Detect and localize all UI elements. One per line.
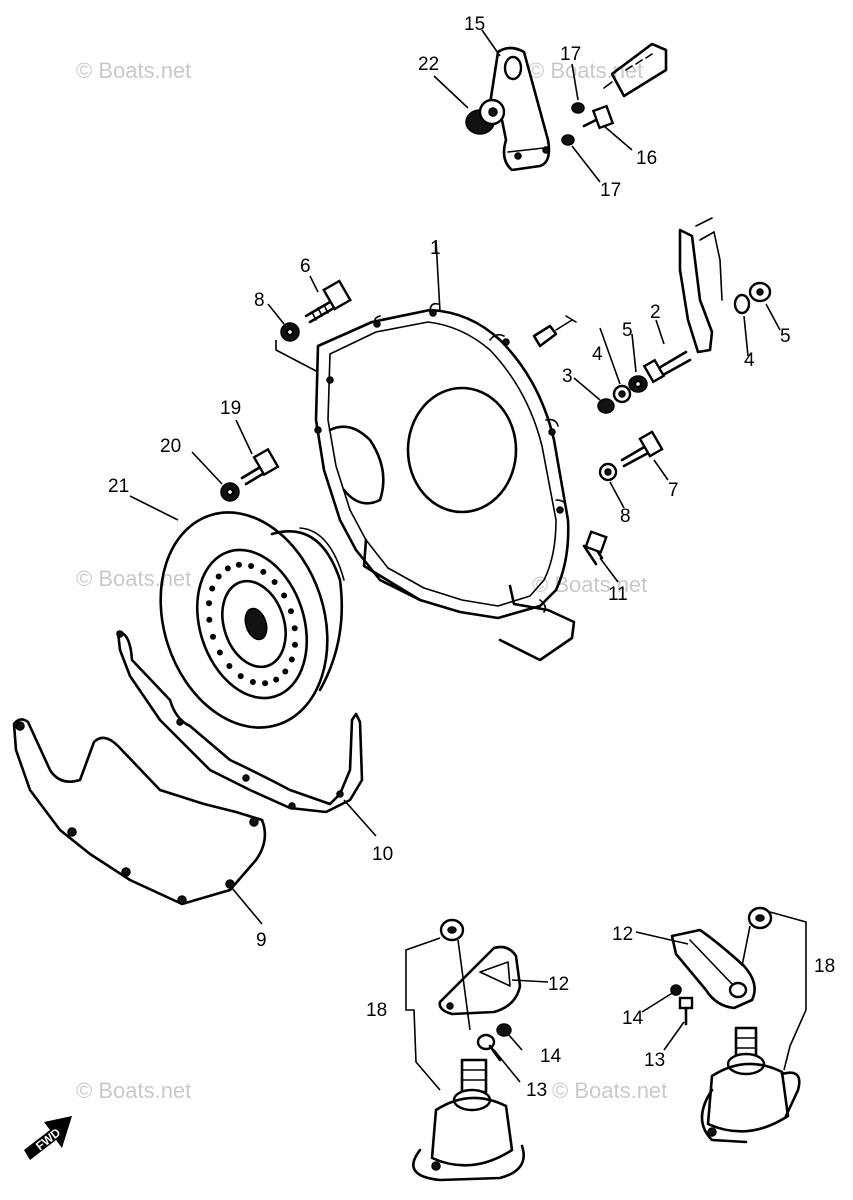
callout-15: 15 xyxy=(464,14,485,35)
bolt-hole xyxy=(216,649,223,656)
part-bracket-12-left xyxy=(438,945,522,1016)
callout-2: 2 xyxy=(650,302,661,323)
callout-5: 5 xyxy=(780,326,791,347)
bolt-hole xyxy=(281,592,288,599)
part-washer-4b xyxy=(733,293,751,315)
callout-20: 20 xyxy=(160,436,181,457)
callout-12: 12 xyxy=(612,924,633,945)
bolt-hole xyxy=(288,656,295,663)
part-tool-holder xyxy=(603,42,668,98)
part-bolt-11 xyxy=(582,530,608,566)
callout-13: 13 xyxy=(526,1080,547,1101)
bolt-hole xyxy=(206,616,213,623)
watermark: © Boats.net xyxy=(528,58,643,83)
part-sensor xyxy=(532,315,577,348)
callout-14: 14 xyxy=(622,1008,644,1029)
bolt-hole xyxy=(271,579,278,585)
part-nut-14-left xyxy=(496,1023,512,1037)
callout-1: 1 xyxy=(430,238,441,259)
part-cover-9 xyxy=(12,718,267,906)
part-nut-18-right xyxy=(747,906,773,930)
part-washer-20 xyxy=(220,482,240,502)
bolt-hole xyxy=(249,679,256,685)
bolt-hole xyxy=(260,568,267,575)
callout-21: 21 xyxy=(108,476,129,497)
callout-4: 4 xyxy=(592,344,603,365)
callout-13: 13 xyxy=(644,1050,665,1071)
bolt-hole xyxy=(206,600,212,607)
callout-12: 12 xyxy=(548,974,569,995)
part-washer-17 xyxy=(561,102,585,146)
part-gasket-10 xyxy=(116,630,364,814)
callout-22: 22 xyxy=(418,54,439,75)
bolt-hole xyxy=(237,673,244,680)
part-mount-right xyxy=(700,1026,801,1144)
callout-11: 11 xyxy=(608,584,628,605)
callout-17: 17 xyxy=(560,44,581,65)
callout-8: 8 xyxy=(254,290,265,311)
bolt-hole xyxy=(224,565,231,572)
bolt-hole xyxy=(215,573,222,580)
watermark: © Boats.net xyxy=(76,58,191,83)
bolt-hole xyxy=(282,668,289,675)
leader-lines xyxy=(129,29,807,1091)
part-washer-3 xyxy=(597,398,615,414)
part-bushing-22 xyxy=(465,98,506,135)
part-stud-2 xyxy=(642,350,692,384)
bolt-hole xyxy=(248,563,255,569)
watermark: © Boats.net xyxy=(76,1078,191,1103)
part-washer-4 xyxy=(612,384,632,404)
part-bolt-13-right xyxy=(678,996,694,1026)
part-coupling-holes xyxy=(206,561,298,687)
bolt-hole xyxy=(262,680,269,687)
callout-14: 14 xyxy=(540,1046,562,1067)
bolt-hole xyxy=(273,676,280,683)
callout-18: 18 xyxy=(814,956,835,977)
part-flywheel-housing-1 xyxy=(314,302,576,662)
fwd-arrow-icon: FWD xyxy=(24,1116,72,1160)
part-nut-5b xyxy=(748,281,772,303)
bolt-hole xyxy=(209,585,216,592)
callouts: 15 22 17 16 17 1 6 8 2 5 4 3 4 5 7 8 11 … xyxy=(108,14,835,1101)
callout-7: 7 xyxy=(668,480,679,501)
watermark: © Boats.net xyxy=(532,572,647,597)
callout-6: 6 xyxy=(300,256,311,277)
part-bolt-7 xyxy=(620,430,664,468)
callout-4: 4 xyxy=(744,350,755,371)
part-bolt-13-left xyxy=(476,1033,502,1062)
part-mount-left xyxy=(412,1058,525,1182)
callout-17: 17 xyxy=(600,180,621,201)
bolt-hole xyxy=(226,663,233,669)
callout-5: 5 xyxy=(622,320,633,341)
part-bracket-15 xyxy=(488,46,551,172)
callout-10: 10 xyxy=(372,844,393,865)
bolt-hole xyxy=(235,561,242,568)
bolt-hole xyxy=(291,625,298,632)
part-bolt-6 xyxy=(304,279,352,324)
callout-16: 16 xyxy=(636,148,657,169)
callout-19: 19 xyxy=(220,398,241,419)
part-lever-arm xyxy=(678,217,723,354)
part-nut-18-left xyxy=(439,918,465,942)
watermark: © Boats.net xyxy=(552,1078,667,1103)
callout-8: 8 xyxy=(620,506,631,527)
part-washer-8 xyxy=(280,322,300,342)
callout-18: 18 xyxy=(366,1000,387,1021)
watermark: © Boats.net xyxy=(76,566,191,591)
bolt-hole xyxy=(210,633,216,640)
callout-9: 9 xyxy=(256,930,267,951)
bolt-hole xyxy=(292,641,298,648)
part-bolt-16 xyxy=(582,104,615,130)
part-bracket-12-right xyxy=(670,928,756,1010)
callout-3: 3 xyxy=(562,366,573,387)
part-nut-5 xyxy=(628,375,648,393)
bolt-hole xyxy=(288,608,294,615)
part-bolt-19 xyxy=(240,447,280,486)
part-washer-8b xyxy=(598,462,618,482)
part-coupling-21 xyxy=(159,511,345,729)
